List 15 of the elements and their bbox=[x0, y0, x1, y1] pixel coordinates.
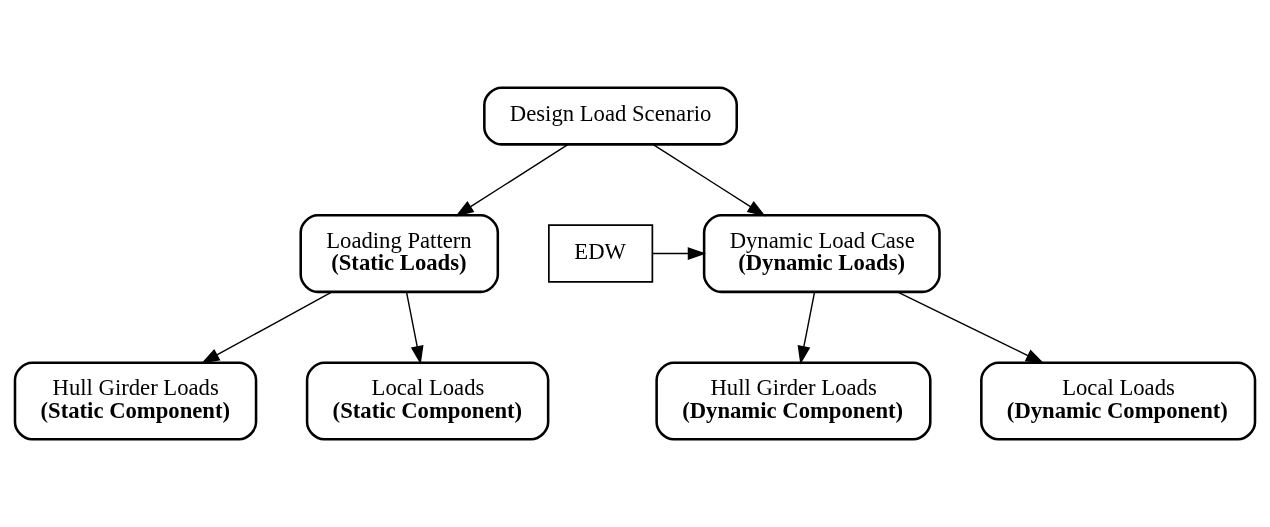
arrow bbox=[896, 291, 1045, 364]
node-box: Local Loads (Dynamic Component) bbox=[980, 361, 1257, 441]
node-box: Dynamic Load Case (Dynamic Loads) bbox=[702, 214, 941, 294]
arrow bbox=[201, 291, 333, 364]
arrow bbox=[455, 144, 569, 217]
arrow bbox=[652, 144, 766, 217]
arrow bbox=[797, 291, 816, 365]
node-box: EDW bbox=[548, 224, 654, 283]
node-box: Loading Pattern (Static Loads) bbox=[299, 214, 500, 294]
node-box: Design Load Scenario bbox=[483, 86, 738, 146]
node-box: Hull Girder Loads (Static Component) bbox=[13, 361, 258, 441]
node-box: Local Loads (Static Component) bbox=[305, 361, 550, 441]
node-box: Hull Girder Loads (Dynamic Component) bbox=[655, 361, 932, 441]
arrow bbox=[651, 247, 707, 261]
arrow bbox=[405, 291, 424, 365]
